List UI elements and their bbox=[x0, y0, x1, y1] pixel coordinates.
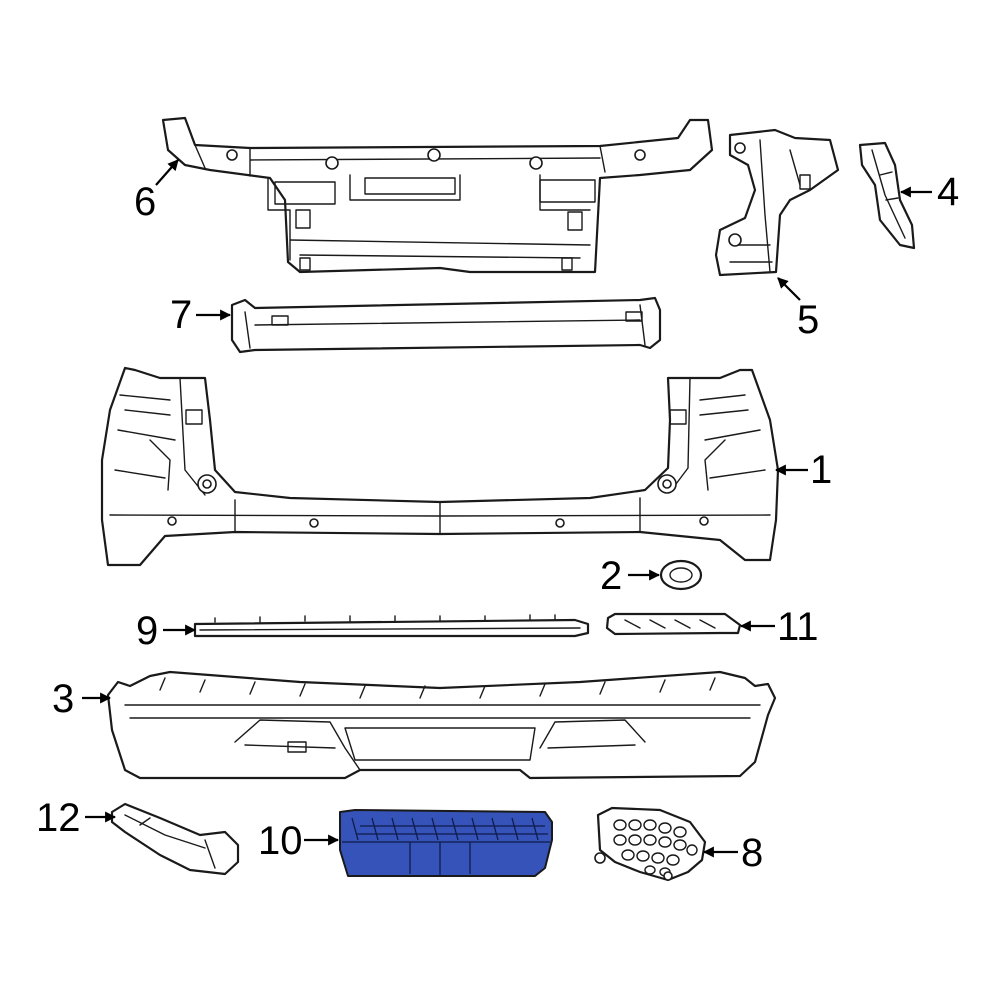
callout-9: 9 bbox=[136, 609, 197, 653]
callout-8: 8 bbox=[702, 831, 763, 875]
callout-number-7: 7 bbox=[170, 293, 192, 337]
callout-number-9: 9 bbox=[136, 609, 158, 653]
callout-7: 7 bbox=[170, 293, 232, 337]
callout-11: 11 bbox=[739, 605, 819, 649]
part-3-lower-valance[interactable] bbox=[106, 670, 777, 780]
callout-10: 10 bbox=[258, 819, 340, 863]
callout-number-3: 3 bbox=[52, 677, 74, 721]
callout-6: 6 bbox=[134, 159, 179, 224]
part-11-small-retainer[interactable] bbox=[605, 612, 742, 636]
callout-4: 4 bbox=[899, 170, 959, 214]
callout-5: 5 bbox=[777, 277, 819, 342]
callout-number-10: 10 bbox=[258, 819, 303, 863]
callout-number-1: 1 bbox=[810, 448, 832, 492]
part-4-small-bracket[interactable] bbox=[858, 141, 916, 250]
callout-number-4: 4 bbox=[937, 170, 959, 214]
callout-3: 3 bbox=[52, 677, 112, 721]
part-6-reinforcement-bracket[interactable] bbox=[161, 116, 714, 274]
callout-12: 12 bbox=[36, 796, 117, 840]
part-8-side-grille[interactable] bbox=[594, 806, 707, 882]
part-5-side-bracket[interactable] bbox=[714, 128, 840, 277]
part-12-bracket[interactable] bbox=[110, 802, 240, 876]
callout-number-6: 6 bbox=[134, 180, 156, 224]
part-7-energy-absorber[interactable] bbox=[230, 296, 662, 354]
callout-1: 1 bbox=[774, 448, 832, 492]
callout-2: 2 bbox=[600, 554, 661, 598]
part-1-bumper-cover[interactable] bbox=[100, 366, 780, 567]
part-10-grille[interactable] bbox=[339, 809, 553, 877]
callout-number-8: 8 bbox=[741, 831, 763, 875]
part-9-retainer-strip[interactable] bbox=[193, 614, 590, 638]
callout-number-2: 2 bbox=[600, 554, 622, 598]
part-2-grommet[interactable] bbox=[659, 559, 703, 591]
callout-number-5: 5 bbox=[797, 298, 819, 342]
callout-number-11: 11 bbox=[777, 605, 819, 649]
callout-number-12: 12 bbox=[36, 796, 81, 840]
